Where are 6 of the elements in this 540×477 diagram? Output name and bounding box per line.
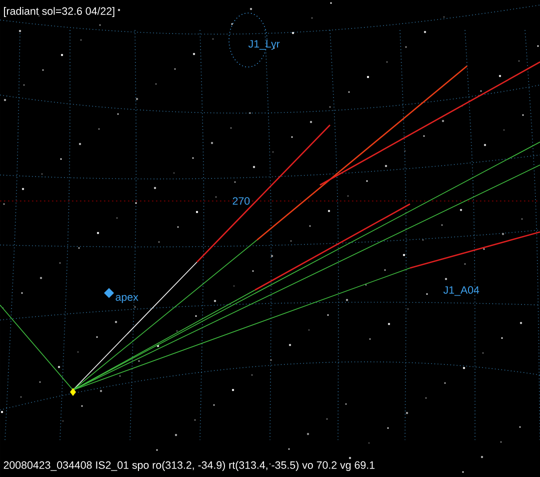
chart-label: 270 [232, 197, 250, 205]
chart-label: J1_A04 [443, 286, 480, 296]
chart-label: apex [116, 295, 138, 303]
chart-label: [radiant sol=32.6 04/22] [4, 7, 114, 17]
chart-label: J1_Lyr [248, 40, 280, 50]
chart-label: 20080423_034408 IS2_01 spo ro(313.2, -34.9) rt(313.4, -35.5) vo 70.2 vg 69.1 [4, 461, 375, 471]
